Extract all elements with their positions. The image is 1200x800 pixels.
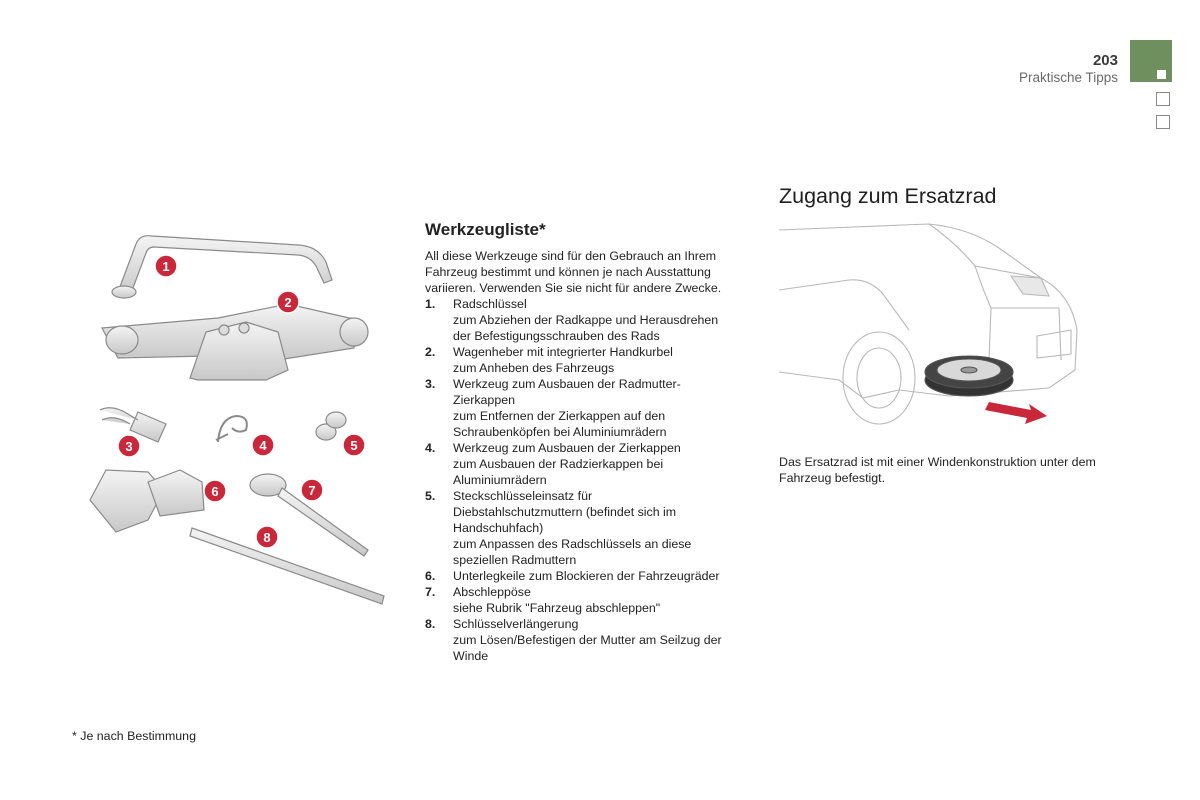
item-line: zum Anheben des Fahrzeugs	[453, 361, 615, 375]
tools-list: 1. Radschlüssel zum Abziehen der Radkappe…	[425, 296, 760, 664]
item-line: zum Ausbauen der Radzierkappen bei	[453, 457, 664, 471]
spare-wheel-caption: Das Ersatzrad ist mit einer Windenkonstr…	[779, 455, 1096, 485]
item-title: Werkzeug zum Ausbauen der Zierkappen	[453, 441, 681, 455]
item-line: zum Entfernen der Zierkappen auf den	[453, 409, 666, 423]
tools-list-item: 1. Radschlüssel zum Abziehen der Radkappe…	[425, 296, 760, 344]
car-rear-drawing	[779, 223, 1078, 425]
wheel-wrench-drawing	[111, 235, 333, 299]
item-title: Radschlüssel	[453, 297, 527, 311]
key-extension-drawing	[189, 527, 385, 605]
item-number: 7.	[425, 585, 436, 599]
item-line: Diebstahlschutzmuttern (befindet sich im	[453, 505, 677, 519]
item-number: 4.	[425, 441, 436, 455]
item-line: Schraubenköpfen bei Aluminiumrädern	[453, 425, 667, 439]
callout-3: 3	[117, 434, 141, 458]
svg-text:3: 3	[125, 439, 132, 454]
item-number: 6.	[425, 569, 436, 583]
svg-text:1: 1	[162, 259, 169, 274]
item-number: 2.	[425, 345, 436, 359]
spare-wheel-title: Zugang zum Ersatzrad	[779, 184, 997, 208]
tools-list-item: 8. Schlüsselverlängerung zum Lösen/Befest…	[425, 616, 760, 664]
direction-arrow	[985, 402, 1047, 424]
chapter-nav-box-1	[1156, 92, 1170, 106]
cap-remover-drawing	[99, 407, 167, 443]
wheel-chocks-drawing	[89, 469, 205, 533]
tools-list-item: 3. Werkzeug zum Ausbauen der Radmutter- Z…	[425, 376, 760, 440]
jack-drawing	[101, 303, 369, 381]
socket-drawing	[315, 411, 347, 441]
item-number: 3.	[425, 377, 436, 391]
callout-5: 5	[342, 433, 366, 457]
footnote: * Je nach Bestimmung	[72, 729, 196, 743]
item-title: Wagenheber mit integrierter Handkurbel	[453, 345, 673, 359]
item-line: siehe Rubrik "Fahrzeug abschleppen"	[453, 601, 661, 615]
item-title: Abschleppöse	[453, 585, 531, 599]
item-title: Werkzeug zum Ausbauen der Radmutter-	[453, 377, 681, 391]
svg-text:6: 6	[211, 484, 218, 499]
item-line: der Befestigungsschrauben des Rads	[453, 329, 660, 343]
svg-text:5: 5	[350, 438, 357, 453]
item-line: zum Lösen/Befestigen der Mutter am Seilz…	[453, 633, 722, 647]
tools-list-item: 7. Abschleppöse siehe Rubrik "Fahrzeug ab…	[425, 584, 760, 616]
item-title: Unterlegkeile zum Blockieren der Fahrzeu…	[453, 569, 720, 583]
item-number: 8.	[425, 617, 436, 631]
svg-text:7: 7	[308, 483, 315, 498]
page-number: 203	[1092, 52, 1118, 69]
tools-illustration: 1 2 3 4 5 6 7 8	[89, 235, 385, 605]
chapter-tab	[1130, 40, 1172, 82]
svg-text:8: 8	[263, 530, 270, 545]
callout-2: 2	[276, 290, 300, 314]
item-title: Steckschlüsseleinsatz für	[453, 489, 593, 503]
chapter-tab-marker	[1157, 70, 1166, 79]
chapter-nav-box-2	[1156, 115, 1170, 129]
spare-wheel-illustration	[779, 223, 1078, 425]
item-number: 1.	[425, 297, 436, 311]
callout-8: 8	[255, 525, 279, 549]
svg-text:4: 4	[259, 438, 267, 453]
tools-list-item: 4. Werkzeug zum Ausbauen der Zierkappen z…	[425, 440, 760, 488]
item-title: Schlüsselverlängerung	[453, 617, 579, 631]
trim-tool-drawing	[215, 414, 248, 443]
item-line: speziellen Radmuttern	[453, 553, 577, 567]
spare-wheel-drawing	[924, 355, 1014, 397]
tools-list-item: 2. Wagenheber mit integrierter Handkurbe…	[425, 344, 760, 376]
callout-4: 4	[251, 433, 275, 457]
item-line: zum Anpassen des Radschlüssels an diese	[453, 537, 692, 551]
callout-7: 7	[300, 478, 324, 502]
item-line: Winde	[453, 649, 489, 663]
callout-1: 1	[154, 254, 178, 278]
item-line: Zierkappen	[453, 393, 515, 407]
tools-list-item: 6. Unterlegkeile zum Blockieren der Fahr…	[425, 568, 760, 584]
tools-intro: All diese Werkzeuge sind für den Gebrauc…	[425, 249, 722, 295]
callout-6: 6	[203, 479, 227, 503]
svg-text:2: 2	[284, 295, 291, 310]
tools-heading: Werkzeugliste*	[425, 220, 546, 239]
item-line: Aluminiumrädern	[453, 473, 547, 487]
item-line: zum Abziehen der Radkappe und Herausdreh…	[453, 313, 719, 327]
section-name: Praktische Tipps	[1018, 70, 1118, 85]
item-line: Handschuhfach)	[453, 521, 544, 535]
towing-eye-drawing	[249, 473, 369, 557]
item-number: 5.	[425, 489, 436, 503]
